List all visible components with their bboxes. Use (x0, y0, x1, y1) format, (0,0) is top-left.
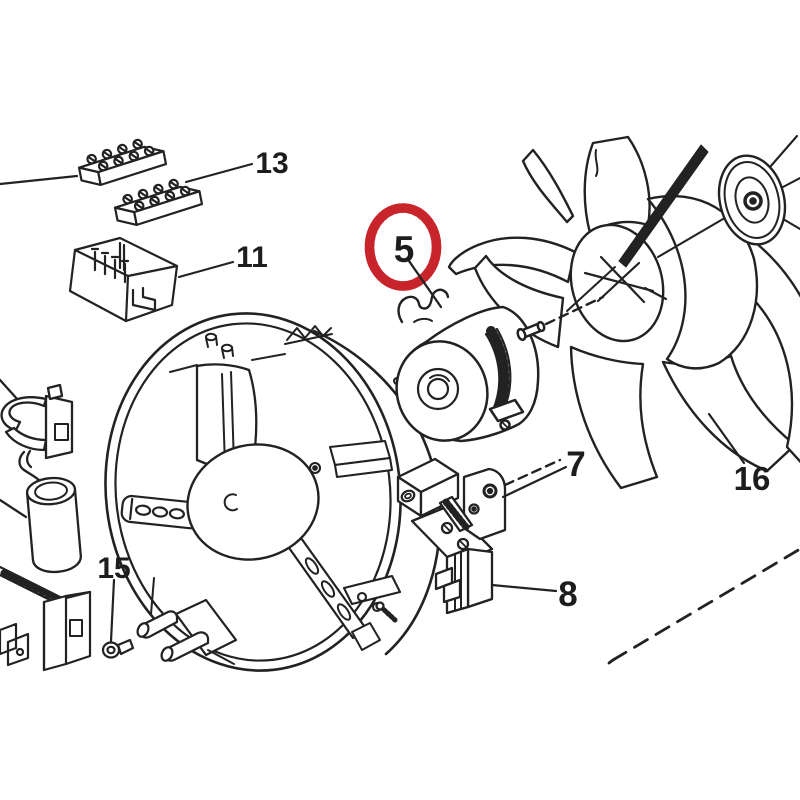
part-label-7: 7 (566, 445, 585, 484)
leader-16 (707, 412, 746, 465)
capacitor-drawing (0, 378, 82, 574)
highlight-circle-5 (364, 203, 443, 309)
label-leader-lines (109, 162, 746, 643)
part-label-16: 16 (734, 460, 771, 497)
leader-11 (177, 260, 235, 279)
leader-13 (184, 162, 254, 184)
mounting-rail-drawing (0, 565, 238, 672)
terminal-block-13-drawing (0, 138, 204, 226)
leader-5 (407, 259, 443, 309)
motor-clip-drawing (397, 288, 450, 324)
part-labels: 13 11 5 15 7 8 16 (97, 147, 770, 614)
fan-motor-5-drawing (395, 288, 546, 443)
assembly-axis-dashed-lines (503, 295, 800, 665)
screw-15-drawing (101, 638, 135, 659)
part-label-13: 13 (255, 147, 288, 180)
leader-7 (501, 465, 568, 499)
alignment-dashed-line (611, 547, 800, 662)
leader-8 (490, 583, 558, 593)
part-label-11: 11 (236, 241, 268, 274)
part-label-5: 5 (394, 229, 415, 270)
bracket-7-8-drawing (375, 457, 507, 623)
connector-block-11-drawing (68, 236, 179, 323)
part-label-8: 8 (558, 575, 577, 614)
leader-15 (109, 578, 116, 643)
part-label-15: 15 (97, 552, 130, 585)
mount-disc-drawing (656, 134, 800, 259)
